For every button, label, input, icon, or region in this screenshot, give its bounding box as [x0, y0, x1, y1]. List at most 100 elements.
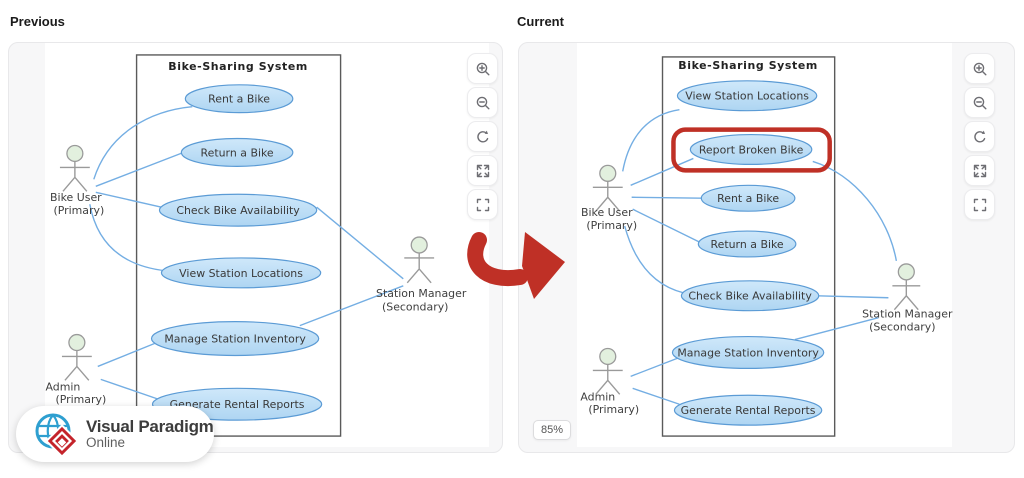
- logo-brand: Visual Paradigm: [86, 417, 214, 437]
- connector-line: [632, 208, 700, 243]
- use-case-rent-a-bike: Rent a Bike: [184, 84, 294, 114]
- zoom-out-icon: [476, 96, 490, 110]
- actor-role: (Primary): [586, 219, 637, 232]
- visual-paradigm-icon: [35, 413, 79, 457]
- fit-screen-icon: [973, 198, 986, 211]
- use-case-report-broken-bike: Report Broken Bike: [689, 133, 813, 166]
- actor-admin: Admin (Primary): [46, 333, 106, 406]
- current-panel-label: Current: [517, 14, 564, 29]
- actor-name: Bike User: [50, 191, 102, 204]
- connector-line: [817, 295, 889, 299]
- previous-panel: Bike-Sharing System Rent a Bike Return a…: [8, 42, 503, 453]
- actor-admin: Admin (Primary): [580, 347, 639, 416]
- actor-role: (Secondary): [869, 321, 935, 334]
- connector-line: [630, 157, 694, 186]
- use-case-label: View Station Locations: [685, 90, 809, 103]
- use-case-label: Report Broken Bike: [699, 143, 804, 156]
- connector-line: [631, 196, 703, 199]
- use-case-rent-a-bike: Rent a Bike: [700, 184, 796, 212]
- actor-bike-user: Bike User (Primary): [50, 144, 104, 217]
- actor-bike-user: Bike User (Primary): [581, 164, 637, 232]
- actor-name: Bike User: [581, 206, 633, 219]
- actor-station-manager: Station Manager (Secondary): [862, 263, 953, 334]
- system-title: Bike-Sharing System: [678, 59, 818, 72]
- zoom-in-button[interactable]: [467, 53, 498, 84]
- system-boundary: [135, 54, 342, 437]
- use-case-label: Return a Bike: [201, 146, 274, 159]
- use-case-label: Generate Rental Reports: [170, 398, 305, 411]
- logo-text: Visual Paradigm Online: [86, 417, 214, 451]
- use-case-label: Manage Station Inventory: [677, 346, 819, 359]
- use-case-check-bike-availability: Check Bike Availability: [158, 193, 318, 227]
- zoom-out-button[interactable]: [964, 87, 995, 118]
- connector-line: [93, 105, 193, 180]
- actor-name: Station Manager: [376, 287, 467, 300]
- actor-name: Admin: [46, 380, 81, 393]
- actor-role: (Primary): [55, 393, 106, 406]
- use-case-manage-station-inventory: Manage Station Inventory: [150, 321, 320, 357]
- fit-screen-button[interactable]: [964, 189, 995, 220]
- actor-role: (Primary): [53, 204, 104, 217]
- zoom-in-icon: [973, 62, 987, 76]
- connector-line: [97, 342, 155, 368]
- change-highlight-box: [671, 127, 832, 173]
- connector-line: [316, 206, 404, 280]
- zoom-toolbar: [964, 53, 995, 220]
- use-case-view-station-locations: View Station Locations: [160, 257, 322, 289]
- use-case-label: Generate Rental Reports: [681, 404, 816, 417]
- change-arrow: [467, 232, 565, 299]
- logo-product: Online: [86, 435, 126, 451]
- reset-view-button[interactable]: [964, 121, 995, 152]
- zoom-level-badge: 85%: [533, 420, 572, 440]
- connector-line: [624, 225, 684, 294]
- connector-line: [794, 316, 879, 341]
- expand-button[interactable]: [467, 155, 498, 186]
- previous-use-case-diagram: Bike-Sharing System Rent a Bike Return a…: [46, 54, 467, 437]
- connector-line: [632, 387, 680, 405]
- current-panel: Bike-Sharing System View Station Locatio…: [518, 42, 1015, 453]
- fit-screen-button[interactable]: [467, 189, 498, 220]
- connector-line: [89, 204, 167, 272]
- zoom-toolbar: [467, 53, 498, 220]
- previous-panel-label: Previous: [10, 14, 65, 29]
- system-title: Bike-Sharing System: [168, 60, 308, 73]
- expand-icon: [476, 164, 489, 177]
- reset-view-button[interactable]: [467, 121, 498, 152]
- actor-name: Station Manager: [862, 308, 953, 321]
- visual-paradigm-logo[interactable]: Visual Paradigm Online: [16, 406, 214, 462]
- reset-view-icon: [476, 130, 488, 142]
- use-case-label: Check Bike Availability: [176, 204, 300, 217]
- use-case-check-bike-availability: Check Bike Availability: [680, 280, 820, 312]
- use-case-return-a-bike: Return a Bike: [697, 230, 797, 258]
- actor-role: (Secondary): [382, 301, 448, 314]
- use-case-view-station-locations: View Station Locations: [676, 80, 818, 112]
- use-case-label: View Station Locations: [179, 267, 303, 280]
- use-case-label: Return a Bike: [711, 238, 784, 251]
- connector-line: [100, 378, 159, 400]
- zoom-in-icon: [476, 62, 490, 76]
- use-case-return-a-bike: Return a Bike: [180, 137, 294, 167]
- use-case-label: Manage Station Inventory: [164, 333, 306, 346]
- actor-role: (Primary): [588, 403, 639, 416]
- actor-name: Admin: [580, 390, 615, 403]
- connector-line: [622, 108, 680, 172]
- zoom-out-icon: [973, 96, 987, 110]
- zoom-in-button[interactable]: [964, 53, 995, 84]
- use-case-generate-rental-reports: Generate Rental Reports: [673, 394, 823, 426]
- current-use-case-diagram: Bike-Sharing System View Station Locatio…: [580, 56, 953, 437]
- zoom-out-button[interactable]: [467, 87, 498, 118]
- expand-icon: [973, 164, 986, 177]
- connector-line: [630, 356, 680, 378]
- use-case-manage-station-inventory: Manage Station Inventory: [671, 335, 825, 370]
- fit-screen-icon: [476, 198, 489, 211]
- use-case-label: Rent a Bike: [717, 192, 779, 205]
- reset-view-icon: [973, 130, 985, 142]
- use-case-label: Rent a Bike: [208, 93, 270, 106]
- connector-line: [95, 191, 162, 208]
- connector-line: [95, 151, 184, 187]
- expand-button[interactable]: [964, 155, 995, 186]
- use-case-label: Check Bike Availability: [688, 290, 812, 303]
- connector-line: [299, 285, 404, 327]
- connectors: [622, 108, 898, 405]
